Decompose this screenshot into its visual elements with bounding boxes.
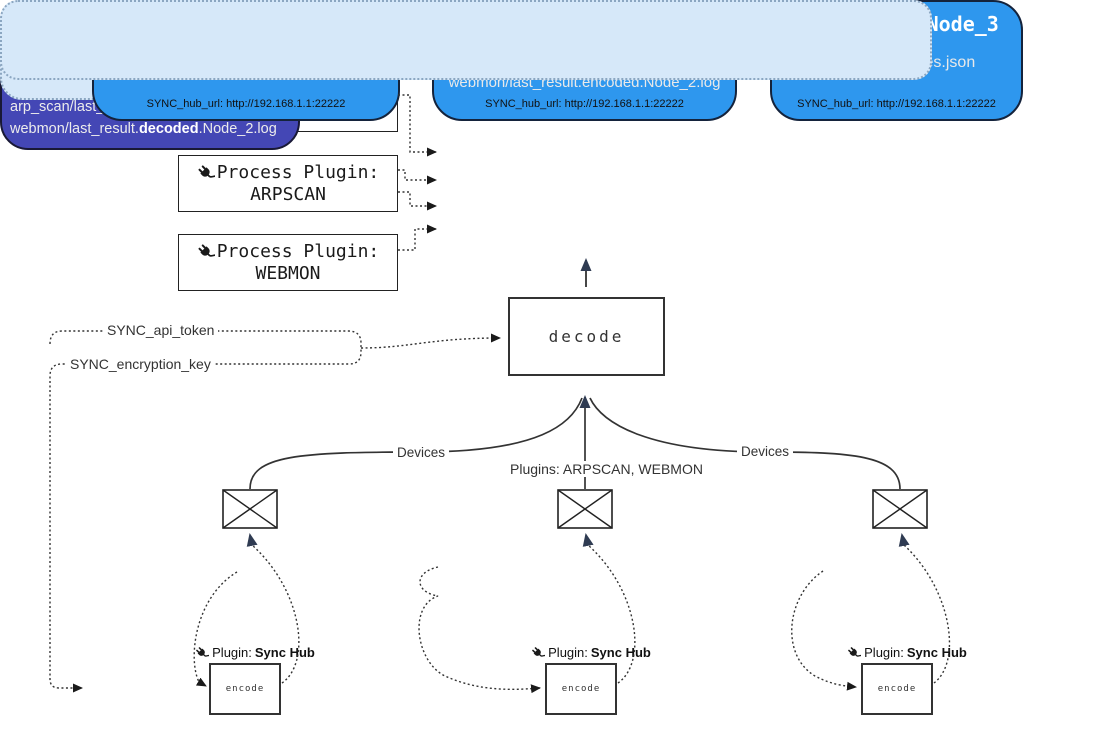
plug-icon bbox=[197, 243, 215, 261]
node-title-bold: Node_3 bbox=[926, 12, 999, 36]
encoder-2-label: Plugin: Sync Hub bbox=[501, 645, 681, 660]
node-hub-url: SYNC_hub_url: http://192.168.1.1:22222 bbox=[146, 98, 346, 110]
process-plugin-webmon: Process Plugin: WEBMON bbox=[178, 234, 398, 291]
envelope-icon-node-1 bbox=[222, 489, 278, 529]
encoder-1-label: Plugin: Sync Hub bbox=[165, 645, 345, 660]
plugin-to-hub-edges bbox=[398, 94, 437, 251]
log-bold: decoded bbox=[138, 121, 199, 137]
plug-icon bbox=[531, 646, 545, 660]
process-plugin-label: Process Plugin: bbox=[216, 241, 380, 262]
encoder-label-prefix: Plugin: bbox=[548, 645, 588, 660]
log-post: .Node_2.log bbox=[198, 121, 277, 137]
hub-log-line: webmon/last_result.decoded.Node_2.log bbox=[10, 121, 296, 137]
encode-box-1: encode bbox=[209, 663, 281, 715]
process-plugin-arpscan: Process Plugin: ARPSCAN bbox=[178, 155, 398, 212]
encoder-label-bold: Sync Hub bbox=[254, 645, 315, 660]
encoder-label-bold: Sync Hub bbox=[906, 645, 967, 660]
encode-box-2: encode bbox=[545, 663, 617, 715]
encoder-label-bold: Sync Hub bbox=[590, 645, 651, 660]
encoder-label-prefix: Plugin: bbox=[212, 645, 252, 660]
plug-icon bbox=[847, 646, 861, 660]
encoder-3-label: Plugin: Sync Hub bbox=[817, 645, 997, 660]
devices-left-label: Devices bbox=[393, 445, 450, 460]
plug-icon bbox=[195, 646, 209, 660]
plugins-mid-label: Plugins: ARPSCAN, WEBMON bbox=[506, 461, 707, 477]
encoder-label-prefix: Plugin: bbox=[864, 645, 904, 660]
decode-box: decode bbox=[508, 297, 665, 376]
encode-box-3: encode bbox=[861, 663, 933, 715]
process-plugin-name: WEBMON bbox=[255, 263, 321, 284]
node-hub-url: SYNC_hub_url: http://192.168.1.1:22222 bbox=[797, 98, 996, 110]
log-pre: webmon/last_result. bbox=[10, 121, 139, 137]
envelope-icon-node-3 bbox=[872, 489, 928, 529]
envelope-icon-node-2 bbox=[557, 489, 613, 529]
node-hub-url: SYNC_hub_url: http://192.168.1.1:22222 bbox=[485, 98, 684, 110]
sync-hub-plugin-band bbox=[0, 0, 932, 80]
sync-api-token-label: SYNC_api_token bbox=[103, 322, 219, 338]
sync-encryption-key-label: SYNC_encryption_key bbox=[66, 356, 215, 372]
plug-icon bbox=[197, 164, 215, 182]
process-plugin-name: ARPSCAN bbox=[250, 184, 326, 205]
devices-right-label: Devices bbox=[737, 444, 794, 459]
settings-edges bbox=[49, 330, 501, 693]
process-plugin-label: Process Plugin: bbox=[216, 162, 380, 183]
